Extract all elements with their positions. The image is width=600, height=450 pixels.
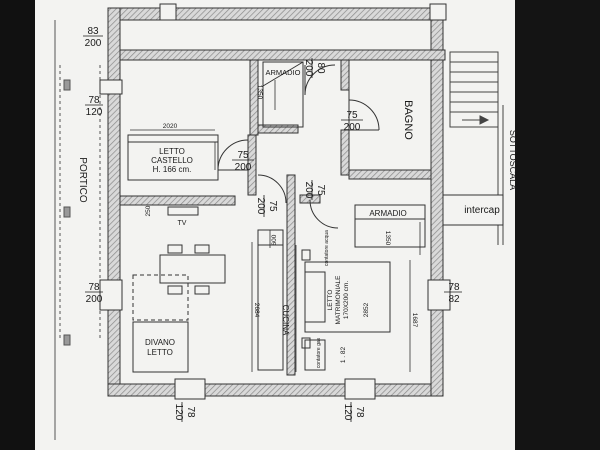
door-letto-num: 75: [237, 150, 249, 161]
dim-1687: 1687: [411, 313, 418, 328]
window-symbols: [99, 3, 451, 400]
dimension-lines: [214, 80, 421, 372]
door-letto-den: 200: [235, 162, 252, 173]
letto-castello-line3: H. 166 cm.: [153, 165, 192, 174]
divano-line2: LETTO: [147, 348, 173, 357]
dark-left-edge: [0, 0, 35, 450]
tv-label: TV: [178, 220, 187, 227]
dim-600: 600: [271, 234, 278, 245]
dim-2852: 2852: [363, 302, 370, 317]
door-center-num: 75: [267, 200, 278, 212]
letto-castello-line1: LETTO: [159, 147, 185, 156]
top-left-den: 200: [85, 38, 102, 49]
dim-250: 250: [145, 205, 152, 216]
stairs: [442, 51, 504, 245]
portico-label: PORTICO: [77, 157, 88, 203]
door-center-den: 200: [255, 198, 266, 215]
left-lower-num: 78: [88, 282, 100, 293]
dim-1-82: 1 . 82: [340, 346, 347, 363]
kitchen-counter: [257, 229, 284, 371]
opening-labels: [83, 35, 462, 422]
right-window-num: 78: [448, 282, 460, 293]
dark-right-area: [515, 0, 600, 450]
sottoscala-label: SOTTOSCALA: [508, 130, 518, 190]
letto-matrimoniale-line2: MATRIMONIALE: [335, 275, 342, 325]
cucina-label: CUCINA: [281, 305, 290, 336]
tv-unit: [167, 206, 199, 216]
right-window-den: 82: [448, 294, 460, 305]
dim-2684: 2684: [253, 303, 260, 318]
armadio-right-box: [354, 204, 426, 248]
left-lower-den: 200: [86, 294, 103, 305]
door-right-den: 200: [303, 182, 314, 199]
left-upper-den: 120: [86, 107, 103, 118]
bottom-right-den: 120: [342, 404, 353, 421]
letto-matrimoniale-line1: LETTO: [327, 290, 334, 311]
divano-line1: DIVANO: [145, 338, 175, 347]
door-swings: [217, 64, 380, 229]
note-contatore-acqua: contatore acqua: [324, 230, 330, 266]
letto-castello-line2: CASTELLO: [151, 156, 193, 165]
door-top-den: 200: [303, 60, 314, 77]
door-bagno-num: 75: [346, 110, 358, 121]
armadio-right-label: ARMADIO: [369, 209, 406, 218]
sofa-bed: [132, 274, 189, 373]
bunk-bed: [127, 134, 219, 181]
dim-1350-top: 1350: [256, 85, 263, 100]
door-top-num: 80: [315, 62, 326, 74]
dim-2020: 2020: [163, 123, 178, 130]
dim-1350-right: 1350: [384, 231, 391, 246]
bottom-left-den: 120: [173, 404, 184, 421]
bathroom-box: [348, 59, 432, 171]
bagno-label: BAGNO: [402, 100, 414, 140]
left-upper-num: 78: [88, 95, 100, 106]
armadio-top-label: ARMADIO: [265, 68, 300, 77]
door-right-num: 75: [315, 184, 326, 196]
note-contatore-gas: contatore gas: [316, 337, 322, 368]
top-left-num: 83: [87, 26, 99, 37]
armadio-top-box: [262, 61, 304, 128]
door-bagno-den: 200: [344, 122, 361, 133]
dining-table: [159, 244, 226, 295]
bottom-left-num: 78: [185, 406, 196, 418]
interior-walls: [119, 59, 432, 376]
letto-matrimoniale-line3: 170X200 cm.: [343, 281, 350, 319]
intercap-label: intercap: [464, 205, 500, 216]
bottom-right-num: 78: [354, 406, 365, 418]
